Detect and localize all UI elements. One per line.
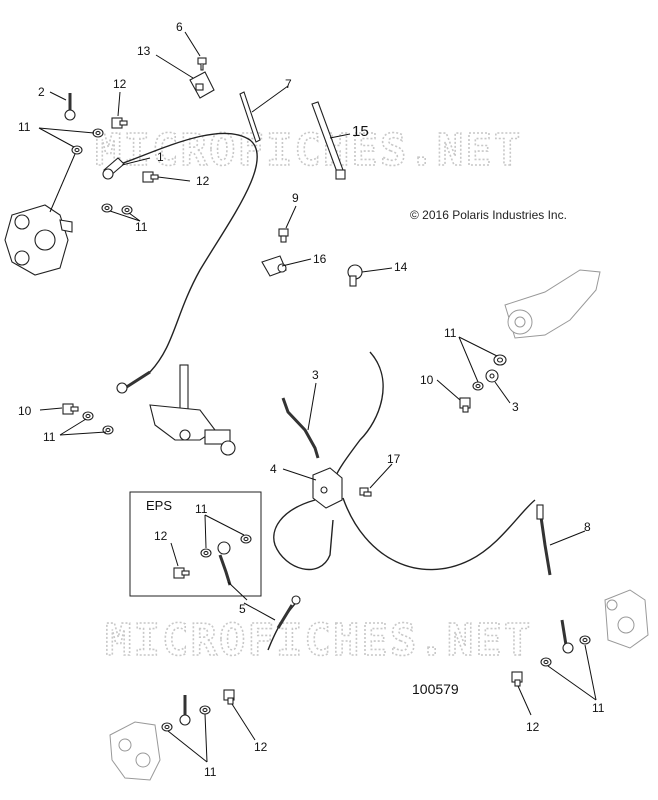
left-rear-hose	[179, 695, 191, 726]
front-left-caliper	[4, 204, 73, 276]
brake-line-front-left	[117, 132, 258, 390]
washer-11-g	[493, 354, 507, 366]
banjo-bolt-12-d	[223, 689, 235, 705]
callout-6: 6	[176, 20, 183, 34]
callout-9: 9	[292, 191, 299, 205]
washer-11-l	[199, 705, 211, 715]
callout-11-b: 11	[135, 220, 148, 234]
rear-right-caliper	[604, 589, 649, 649]
callout-3-a: 3	[312, 368, 319, 382]
banjo-bolt-12-e	[173, 567, 190, 579]
cable-tie-15	[311, 101, 346, 180]
banjo-fitting-left	[116, 382, 128, 394]
callout-4: 4	[270, 462, 277, 476]
right-rear-hose	[560, 619, 574, 654]
clamp-16	[261, 255, 287, 277]
callout-12-d: 12	[254, 740, 268, 754]
callout-2: 2	[38, 85, 45, 99]
cable-tie-7	[239, 91, 261, 143]
brake-line-8	[536, 504, 552, 576]
fitting-5	[276, 595, 301, 629]
washer-11-d	[121, 205, 133, 215]
callout-7: 7	[285, 77, 292, 91]
callout-8: 8	[584, 520, 591, 534]
rear-left-caliper	[109, 721, 161, 781]
copyright-text: © 2016 Polaris Industries Inc.	[410, 208, 567, 222]
eps-box: EPS	[129, 491, 262, 597]
callout-11-c: 11	[444, 326, 457, 340]
callout-11-e: 11	[195, 502, 208, 516]
right-master-cylinder	[504, 269, 601, 339]
callout-11-g: 11	[204, 765, 217, 779]
callout-12-a: 12	[113, 77, 127, 91]
banjo-fitting-3-right	[485, 369, 499, 383]
washer-11-h	[472, 381, 484, 391]
eps-banjo-fitting	[217, 541, 232, 586]
callout-3-b: 3	[512, 400, 519, 414]
banjo-bolt-12-a	[111, 117, 128, 129]
watermark-top: MICROFICHES.NET	[95, 125, 522, 176]
callout-11-a: 11	[18, 120, 31, 134]
fastener-9	[278, 228, 289, 243]
banjo-bolt-10-a	[62, 403, 79, 415]
watermark-bottom: MICROFICHES.NET	[105, 615, 532, 666]
washer-11-e	[82, 411, 94, 421]
callout-17: 17	[387, 452, 401, 466]
washer-11-f	[102, 425, 114, 435]
brake-line-center-right	[334, 351, 536, 571]
banjo-bolt-12-c	[511, 671, 523, 687]
callout-12-c: 12	[526, 720, 540, 734]
eps-washer-a	[200, 548, 212, 558]
bracket-13	[189, 71, 215, 99]
washer-11-k	[161, 722, 173, 732]
screw-6	[197, 57, 207, 71]
distribution-block-4	[312, 467, 343, 509]
eps-title: EPS	[146, 498, 172, 513]
bolt-17	[359, 487, 372, 497]
callout-11-f: 11	[592, 701, 605, 715]
washer-11-a	[92, 128, 104, 138]
brake-line-3	[281, 397, 320, 459]
banjo-bolt-10-b	[459, 397, 471, 413]
washer-11-i	[540, 657, 552, 667]
banjo-hose-2	[64, 93, 76, 121]
eps-washer-b	[240, 534, 252, 544]
washer-11-b	[71, 145, 83, 155]
callout-5: 5	[239, 602, 246, 616]
callout-14: 14	[394, 260, 408, 274]
master-cylinder	[149, 364, 236, 456]
clip-14	[347, 264, 363, 287]
callout-16: 16	[313, 252, 327, 266]
callout-15: 15	[352, 123, 369, 140]
callout-12-b: 12	[196, 174, 210, 188]
washer-11-j	[579, 635, 591, 645]
callout-10-b: 10	[420, 373, 434, 387]
callout-10-a: 10	[18, 404, 32, 418]
leader-lines	[38, 31, 597, 763]
callout-13: 13	[137, 44, 151, 58]
callout-12-e: 12	[154, 529, 168, 543]
reference-number: 100579	[412, 681, 459, 697]
washer-11-c	[101, 203, 113, 213]
callout-11-d: 11	[43, 430, 56, 444]
callout-1: 1	[157, 150, 164, 164]
